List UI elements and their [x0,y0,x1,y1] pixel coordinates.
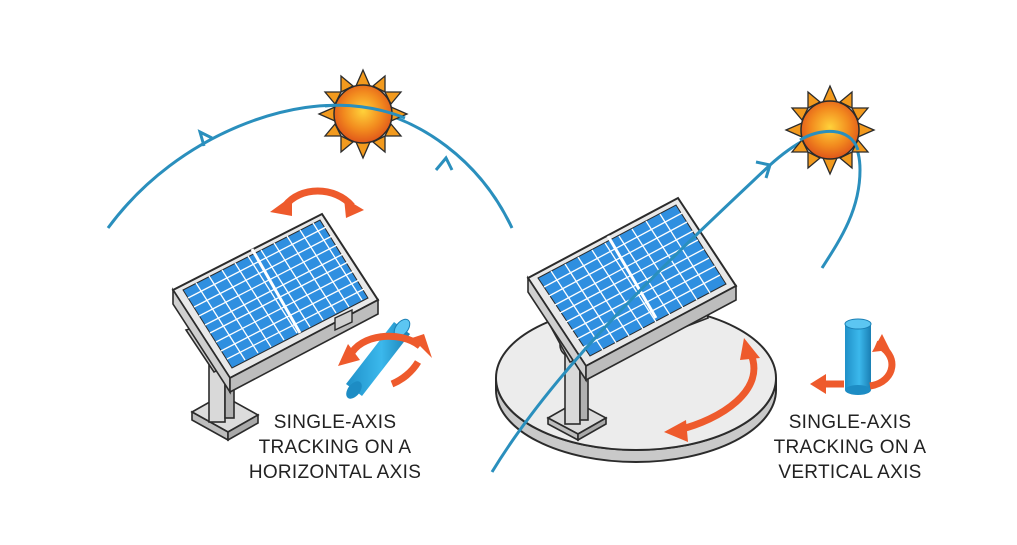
axis-cylinder-icon [844,318,872,395]
right-sun-path [490,130,862,473]
solar-panel-icon [171,212,380,395]
rotation-arrow-icon [270,187,364,218]
left-sun-path [106,103,514,229]
caption-line: TRACKING ON A [773,437,927,458]
path-direction-arrow [197,129,213,147]
caption-line: VERTICAL AXIS [778,462,922,483]
solar-panel-icon [526,196,738,383]
caption-line: SINGLE-AXIS [788,412,912,433]
vertical-axis-caption: SINGLE-AXIS TRACKING ON A VERTICAL AXIS [720,410,980,485]
rotation-arrow-icon [338,332,432,388]
rotation-arrow-icon [664,338,760,442]
caption-line: TRACKING ON A [258,437,412,458]
axis-cylinder-icon [346,318,411,399]
horizontal-axis-caption: SINGLE-AXIS TRACKING ON A HORIZONTAL AXI… [205,410,465,485]
rotation-arrow-icon [810,334,896,394]
caption-line: HORIZONTAL AXIS [248,462,422,483]
path-direction-arrow [434,155,454,171]
caption-line: SINGLE-AXIS [273,412,397,433]
path-direction-arrow [755,160,772,179]
sun-icon [317,68,409,160]
